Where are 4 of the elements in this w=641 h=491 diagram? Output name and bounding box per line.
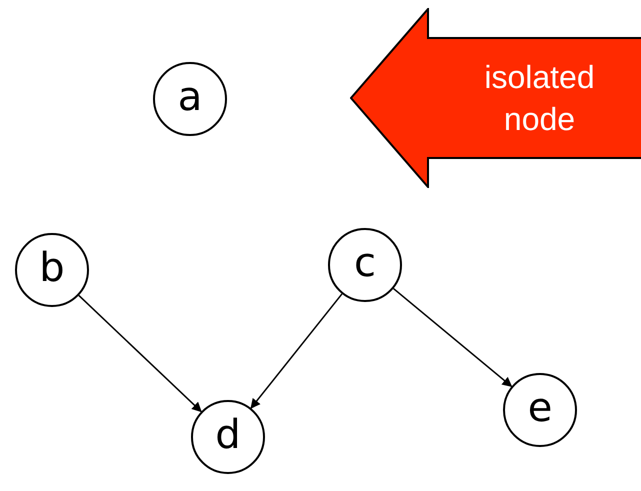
arrow <box>393 288 512 388</box>
arrow <box>250 293 343 409</box>
callout-text: isolated node <box>483 58 596 139</box>
arrow <box>78 294 202 412</box>
